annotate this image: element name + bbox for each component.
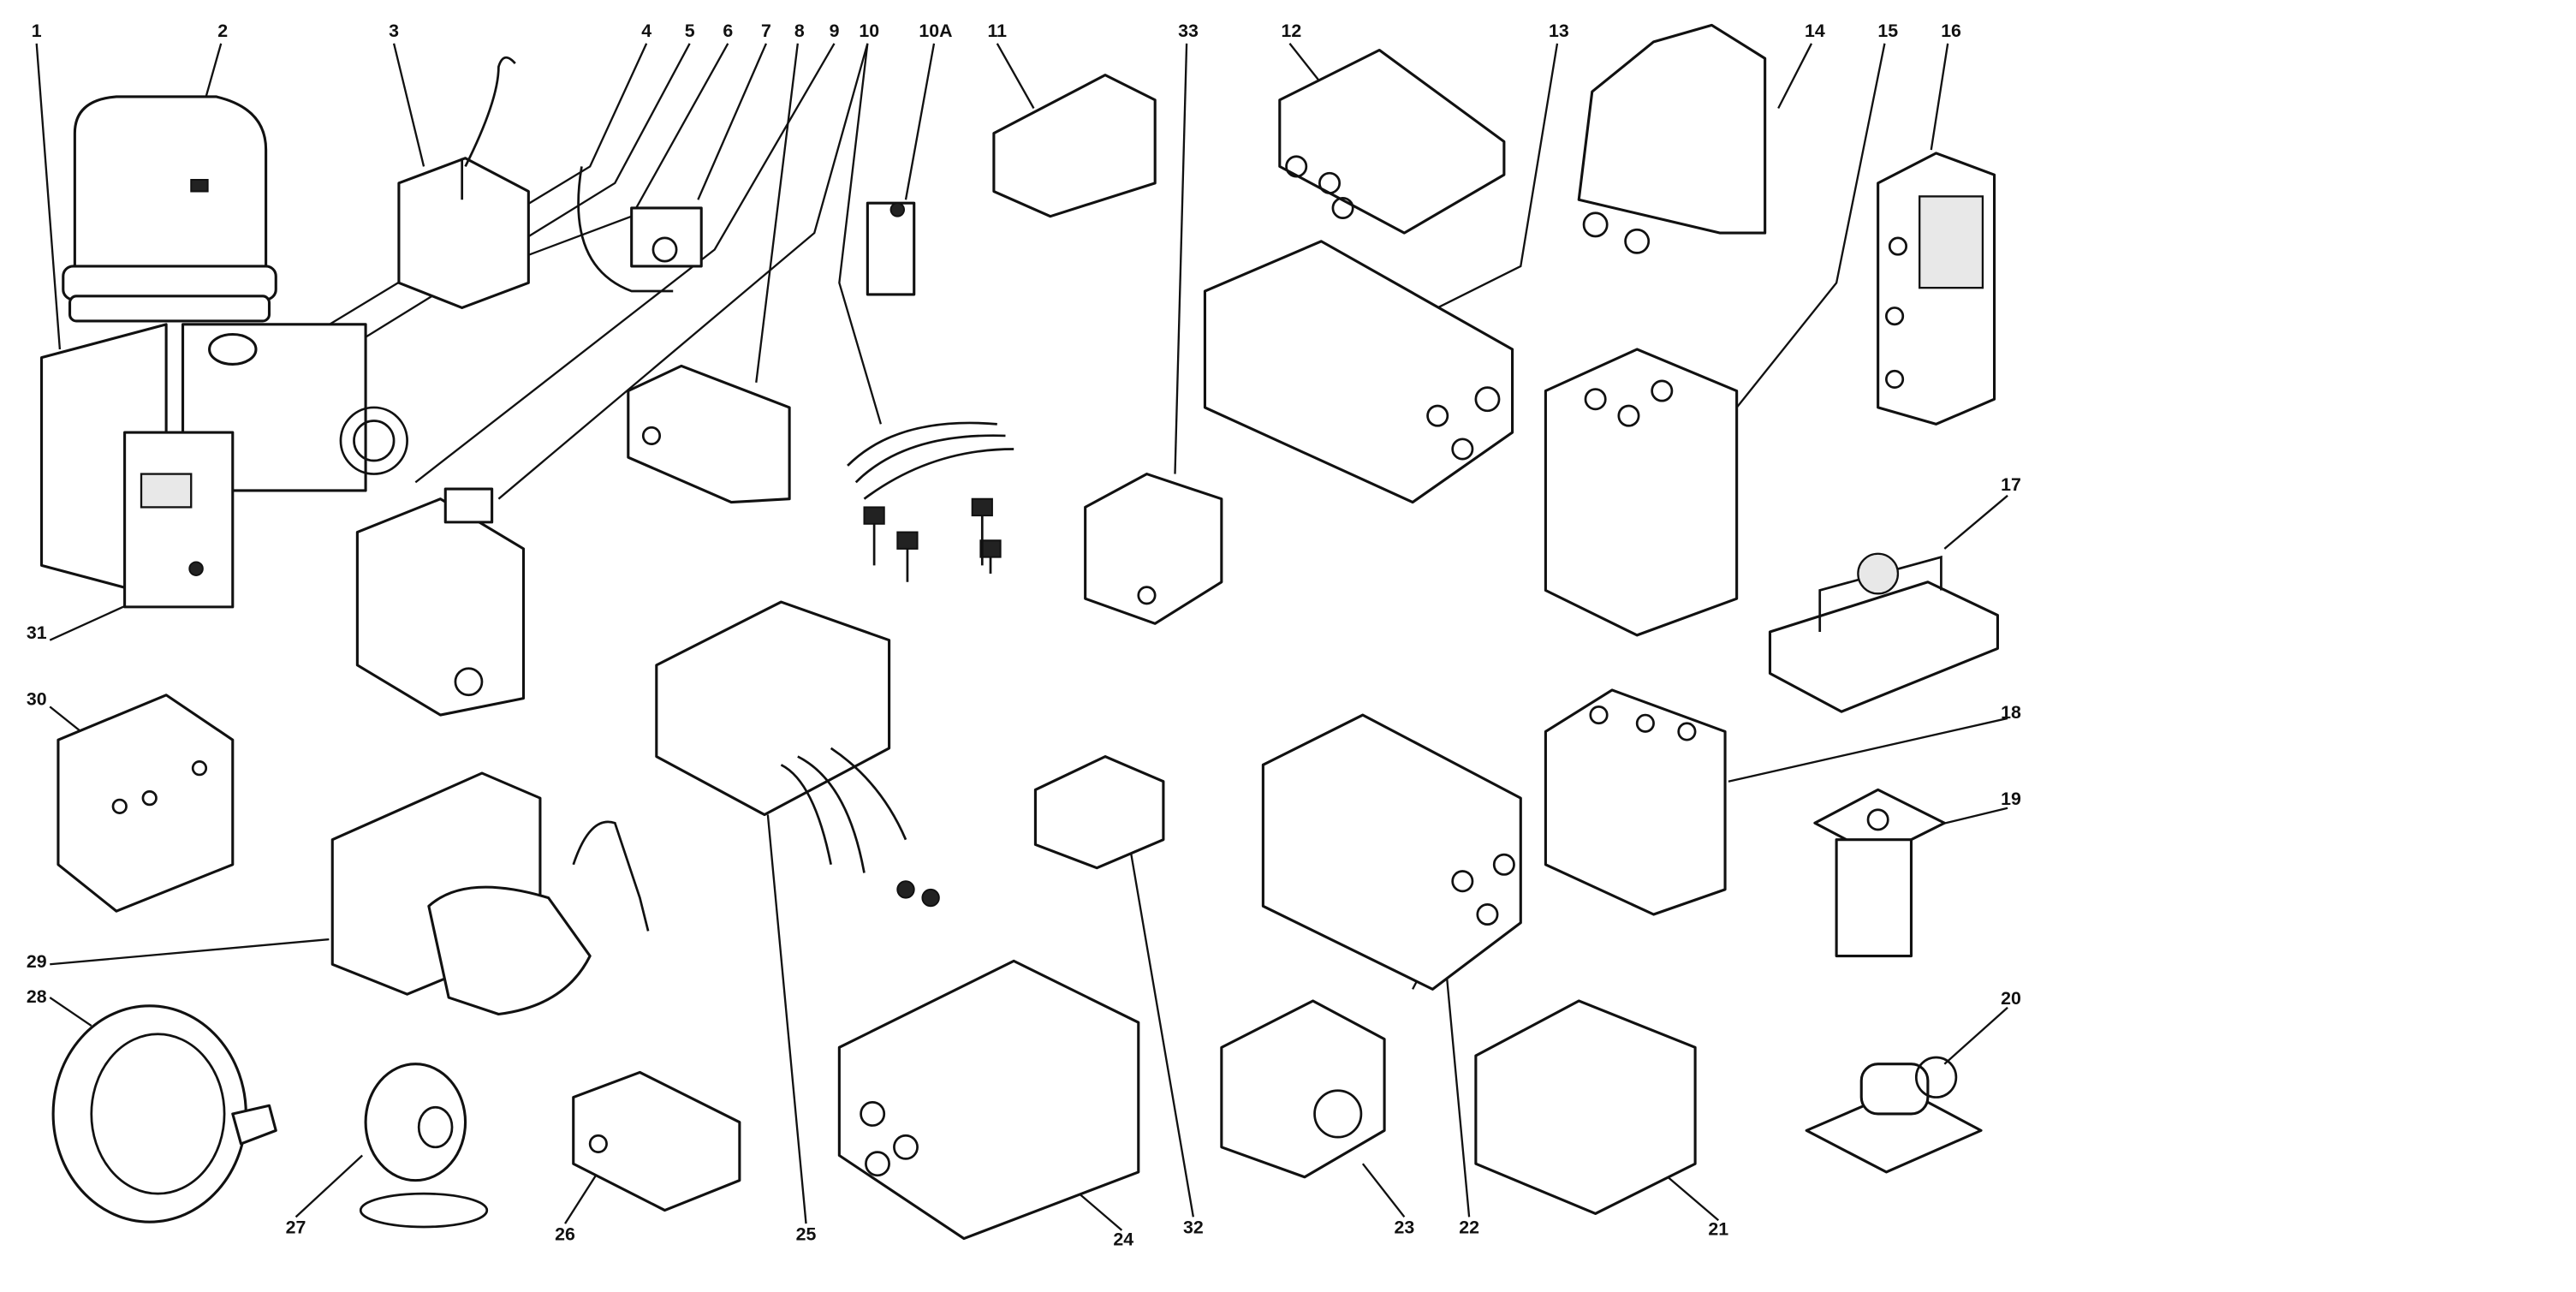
callout-14: 14: [1805, 21, 1825, 41]
callout-10a: 10A: [919, 21, 952, 41]
callout-33: 33: [1178, 21, 1199, 41]
callout-17: 17: [2001, 474, 2021, 495]
part-15-enclosure: [1544, 348, 1739, 637]
callout-25: 25: [796, 1224, 817, 1245]
callout-4: 4: [641, 21, 651, 41]
callout-6: 6: [723, 21, 733, 41]
part-11-module: [992, 74, 1157, 218]
callout-26: 26: [555, 1224, 575, 1245]
callout-1: 1: [32, 21, 42, 41]
part-13-enclosure: [1203, 240, 1514, 504]
part-32-relay: [1033, 755, 1165, 870]
callout-12: 12: [1282, 21, 1302, 41]
callout-29: 29: [27, 951, 47, 972]
part-26-junction-box: [572, 1070, 741, 1212]
callout-5: 5: [685, 21, 695, 41]
part-14-housing: [1577, 23, 1767, 254]
callout-24: 24: [1113, 1229, 1133, 1249]
part-20-motor-plate: [1805, 1056, 1983, 1174]
callout-21: 21: [1708, 1219, 1728, 1240]
part-27-ring-with-belt: [359, 1063, 489, 1229]
part-29-assembly: [330, 771, 650, 1016]
part-21-box: [1474, 999, 1697, 1216]
callout-32: 32: [1183, 1218, 1204, 1238]
part-main-unit-assembly: [39, 95, 408, 609]
callout-30: 30: [27, 688, 47, 709]
part-19-motor: [1813, 788, 1946, 958]
callout-23: 23: [1395, 1218, 1415, 1238]
callout-27: 27: [286, 1218, 306, 1238]
callout-10: 10: [859, 21, 879, 41]
callout-19: 19: [2001, 789, 2021, 809]
part-7-connector: [630, 206, 703, 268]
part-9-10-cable-harness: [847, 421, 1014, 582]
part-28-ring-housing: [51, 1004, 277, 1224]
part-6-box: [355, 487, 526, 717]
part-3-box: [397, 56, 674, 310]
part-33-unit: [1084, 473, 1223, 625]
callout-31: 31: [27, 622, 47, 643]
callout-28: 28: [27, 986, 47, 1007]
callout-11: 11: [987, 21, 1007, 41]
part-12-module: [1278, 48, 1506, 235]
callout-13: 13: [1549, 21, 1569, 41]
callout-15: 15: [1877, 21, 1898, 41]
part-16-panel: [1877, 152, 1996, 426]
callout-18: 18: [2001, 702, 2021, 723]
callout-16: 16: [1941, 21, 1961, 41]
part-18-box: [1544, 688, 1727, 916]
callout-22: 22: [1459, 1218, 1479, 1238]
callout-2: 2: [217, 21, 228, 41]
part-30-control-panel: [57, 694, 235, 913]
part-25-transformer: [655, 600, 940, 908]
part-23-motor-assembly: [1220, 999, 1386, 1179]
part-8-junction-box: [627, 364, 791, 504]
part-22-enclosure: [1261, 713, 1522, 991]
callout-labels: 1 2 3 4 5 6 7 8 9 10 10A 11 33 12 13 14 …: [27, 21, 2021, 1249]
part-10a-switch: [866, 201, 916, 296]
callout-8: 8: [794, 21, 805, 41]
callout-20: 20: [2001, 988, 2021, 1009]
callout-9: 9: [830, 21, 840, 41]
callout-3: 3: [389, 21, 399, 41]
part-24-enclosure: [837, 959, 1140, 1241]
callout-7: 7: [761, 21, 771, 41]
part-17-base-with-bar: [1768, 552, 1999, 713]
